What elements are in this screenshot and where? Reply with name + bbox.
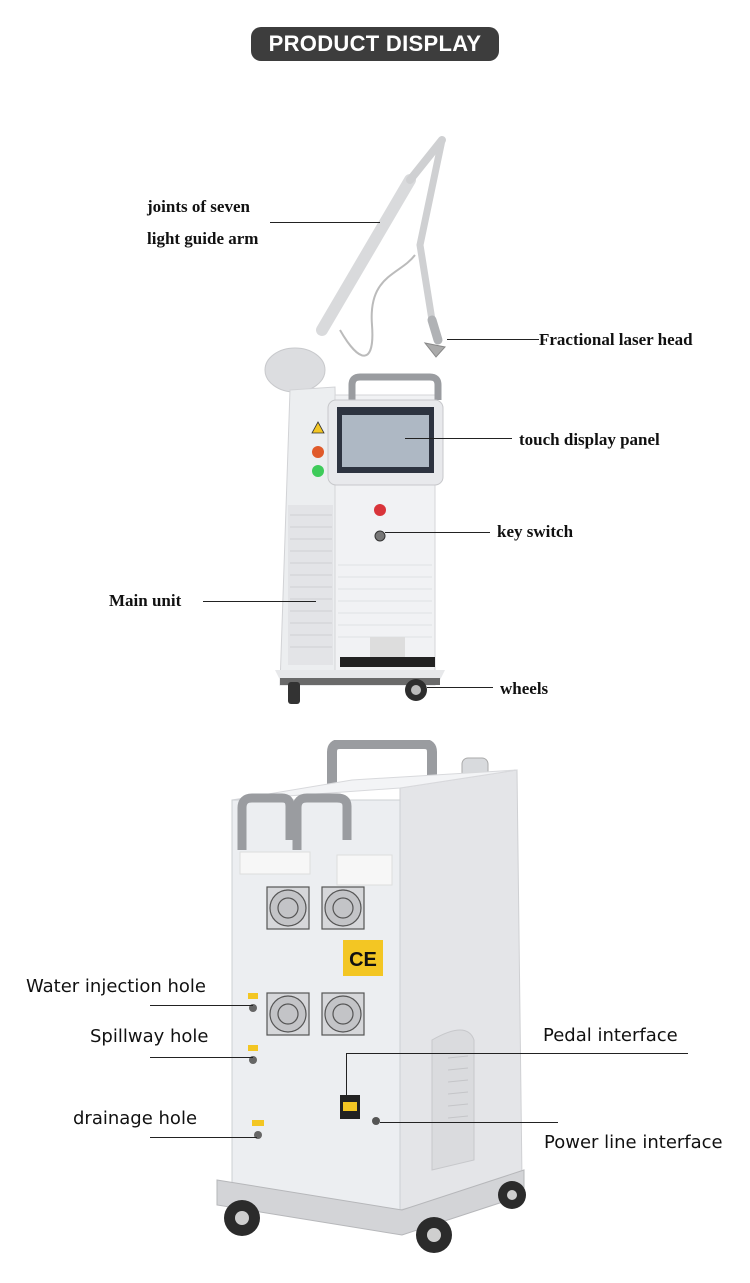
power-line-label: Power line interface (544, 1132, 723, 1153)
water-injection-label: Water injection hole (26, 976, 207, 997)
main-unit-leader-line (203, 601, 316, 602)
arm-label-line2: light guide arm (147, 229, 259, 248)
wheels-label: wheels (500, 679, 549, 698)
power-leader-line (380, 1122, 558, 1123)
page-title: PRODUCT DISPLAY (251, 27, 499, 61)
key-switch-leader-line (385, 532, 490, 533)
ce-mark-text: CE (349, 949, 377, 971)
back-device-image (216, 740, 526, 1253)
arm-leader-line (270, 222, 380, 223)
spillway-label: Spillway hole (90, 1026, 209, 1047)
pedal-interface-label: Pedal interface (543, 1025, 678, 1046)
key-switch-label: key switch (497, 522, 574, 541)
ce-mark-icon: CE (343, 940, 383, 976)
front-device-image (264, 136, 446, 704)
spillway-leader-line (150, 1057, 253, 1058)
water-injection-leader-line (150, 1005, 253, 1006)
laser-head-leader-line (447, 339, 539, 340)
pedal-leader-drop (346, 1053, 347, 1095)
drainage-label: drainage hole (73, 1108, 198, 1129)
wheels-leader-line (427, 687, 493, 688)
drainage-leader-line (150, 1137, 257, 1138)
laser-head-label: Fractional laser head (539, 330, 693, 349)
main-unit-label: Main unit (109, 591, 182, 610)
arm-label-line1: joints of seven (147, 197, 250, 216)
touch-panel-label: touch display panel (519, 430, 660, 449)
pedal-leader-line (346, 1053, 688, 1054)
touch-panel-leader-line (405, 438, 512, 439)
